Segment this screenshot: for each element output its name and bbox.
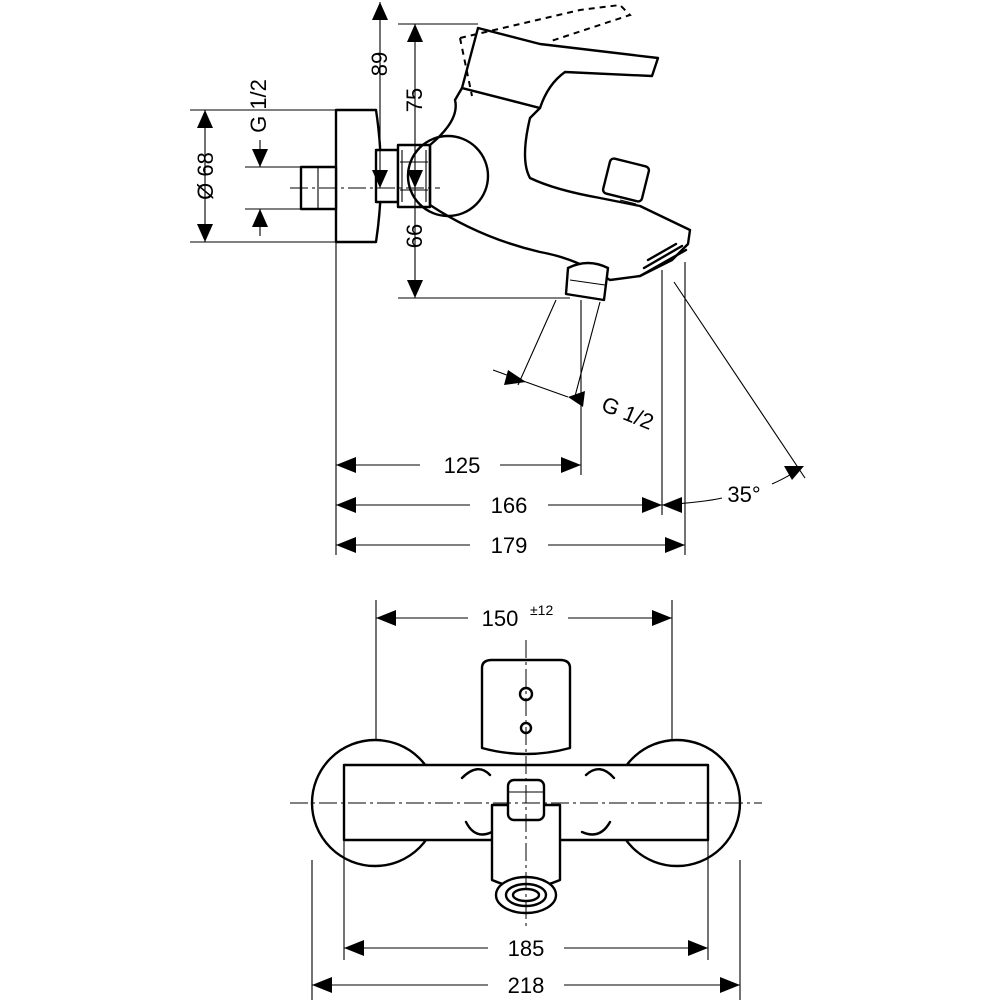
dimension-150: 150 ±12 <box>376 602 672 631</box>
wall-rosette-side <box>299 108 383 244</box>
dimension-thread-inlet: G 1/2 <box>246 79 271 236</box>
dimension-diameter-68: Ø 68 <box>193 110 218 242</box>
label-218: 218 <box>508 973 545 998</box>
label-150: 150 <box>482 606 519 631</box>
dimension-66: 66 <box>402 188 427 298</box>
label-89: 89 <box>367 52 392 76</box>
label-75: 75 <box>402 88 427 112</box>
label-thread-inlet: G 1/2 <box>246 79 271 133</box>
label-thread-outlet: G 1/2 <box>598 391 657 434</box>
dimension-89: 89 <box>367 2 392 188</box>
diverter-knob <box>601 157 651 203</box>
side-extension-lines <box>190 23 806 555</box>
dimension-125: 125 <box>336 453 581 478</box>
mixer-body-side <box>406 26 692 302</box>
lever-handle <box>460 26 660 110</box>
label-125: 125 <box>444 453 481 478</box>
dimension-166: 166 <box>336 493 662 518</box>
front-view: 150 ±12 185 218 <box>290 600 762 1000</box>
dimension-75: 75 <box>402 24 427 188</box>
side-view: Ø 68 G 1/2 89 75 66 <box>190 2 806 558</box>
label-diameter: Ø 68 <box>193 152 218 200</box>
label-angle: 35° <box>727 482 760 507</box>
dimension-185: 185 <box>344 936 708 961</box>
label-66: 66 <box>402 224 427 248</box>
label-150-tolerance: ±12 <box>530 602 553 618</box>
dimension-thread-outlet: G 1/2 <box>492 369 657 435</box>
label-166: 166 <box>491 493 528 518</box>
label-185: 185 <box>508 936 545 961</box>
label-179: 179 <box>491 533 528 558</box>
dimension-218: 218 <box>312 973 740 998</box>
dimension-angle-35: 35° <box>661 466 804 513</box>
dimension-179: 179 <box>336 533 685 558</box>
spout-outlet <box>564 261 610 302</box>
